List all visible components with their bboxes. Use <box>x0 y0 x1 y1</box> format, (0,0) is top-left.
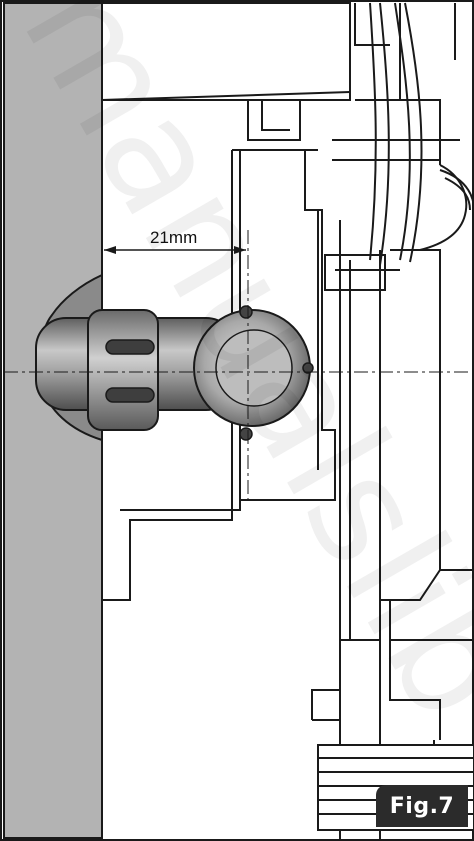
nut-grip-top <box>105 339 155 355</box>
nut-grip-bottom <box>105 387 155 403</box>
figure-label-badge: Fig.7 <box>376 785 468 827</box>
elbow-bolt-top <box>239 305 253 319</box>
dimension-arrow-left <box>104 246 116 254</box>
elbow-bolt-right <box>302 362 314 374</box>
pipe-nut <box>87 309 159 431</box>
dimension-label: 21mm <box>150 228 197 247</box>
elbow-inner <box>215 329 293 407</box>
dimension-arrow-right <box>234 246 246 254</box>
cables <box>369 2 474 266</box>
elbow-bolt-bottom <box>239 427 253 441</box>
